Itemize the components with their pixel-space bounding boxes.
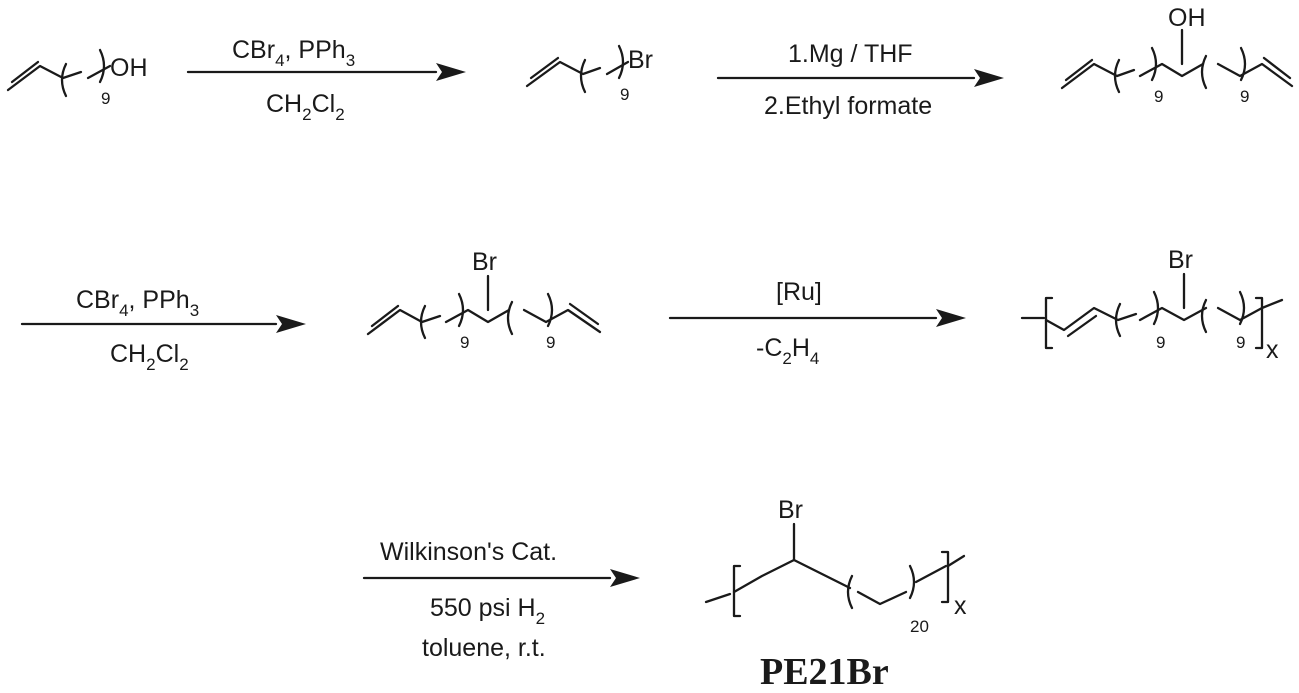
arrow-2-head bbox=[974, 69, 1004, 87]
arrow-5-reagent-line-1: Wilkinson's Cat. bbox=[380, 538, 557, 566]
arrow-4-reagent-line-2: -C2H4 bbox=[756, 334, 819, 368]
undecenol-double-bond bbox=[10, 60, 40, 84]
diene-bromide-left-arm bbox=[366, 308, 442, 336]
arrow-5-head bbox=[610, 569, 640, 587]
bromide-skeleton bbox=[525, 60, 602, 88]
diene-bromide-right-arm bbox=[522, 308, 602, 334]
pe21br-backbone bbox=[732, 558, 852, 594]
diene-alcohol-hydroxyl-label: OH bbox=[1168, 4, 1206, 32]
arrow-2-reagent-line-1: 1.Mg / THF bbox=[788, 40, 913, 68]
undecenyl-bromide-structure: 9 Br bbox=[525, 44, 653, 104]
arrow-1-reagent-line-2: CH2Cl2 bbox=[266, 90, 345, 124]
polymer-left-repeat-count: 9 bbox=[1156, 333, 1165, 352]
arrow-1-reagent-line-1: CBr4, PPh3 bbox=[232, 36, 355, 70]
polymer-left-parenthesis bbox=[1114, 290, 1160, 338]
diene-alcohol-right-parenthesis bbox=[1200, 46, 1247, 90]
arrow-2-reagent-line-2: 2.Ethyl formate bbox=[764, 92, 932, 120]
diene-alcohol-left-double-bond bbox=[1064, 58, 1094, 82]
bromide-chain-end bbox=[605, 60, 630, 76]
polymer-right-parenthesis bbox=[1200, 290, 1246, 334]
arrow-4-reagent-line-1: [Ru] bbox=[776, 278, 822, 306]
pe21br-right-end-bond bbox=[946, 554, 966, 568]
polymer-halide-label: Br bbox=[1168, 246, 1193, 274]
undecenol-repeat-count: 9 bbox=[101, 89, 110, 108]
arrow-1-head bbox=[436, 63, 466, 81]
polymer-right-repeat-count: 9 bbox=[1236, 333, 1245, 352]
polymer-core bbox=[1138, 306, 1208, 322]
polymer-left-bracket bbox=[1044, 296, 1054, 350]
diene-alcohol-left-repeat-count: 9 bbox=[1154, 87, 1163, 106]
diene-alcohol-right-double-bond bbox=[1262, 56, 1292, 80]
unsaturated-polymer-structure: 9 Br 9 x bbox=[1020, 246, 1284, 364]
bromide-halide-label: Br bbox=[628, 46, 653, 74]
diene-bromide-right-parenthesis bbox=[506, 292, 554, 336]
diene-bromide-left-parenthesis bbox=[419, 292, 465, 340]
undecenol-hydroxyl-label: OH bbox=[110, 54, 148, 82]
diene-alcohol-structure: OH 9 9 bbox=[1060, 4, 1294, 106]
undecenol-skeleton bbox=[6, 64, 83, 92]
diene-alcohol-left-arm bbox=[1060, 62, 1136, 90]
pe21br-right-bracket bbox=[940, 550, 950, 604]
polymer-double-bond bbox=[1066, 314, 1098, 338]
reaction-arrow-3: CBr4, PPh3 CH2Cl2 bbox=[20, 286, 306, 374]
undecenol-chain-end bbox=[86, 64, 112, 80]
diene-alcohol-left-parenthesis bbox=[1113, 46, 1158, 94]
pe21br-repeat-count: 20 bbox=[910, 617, 929, 636]
bromide-repeat-parenthesis bbox=[579, 44, 625, 94]
pe21br-chain-segment bbox=[856, 590, 908, 606]
arrow-3-reagent-line-2: CH2Cl2 bbox=[110, 340, 189, 374]
arrow-4-head bbox=[936, 309, 966, 327]
diene-alcohol-core bbox=[1138, 62, 1205, 78]
arrow-3-reagent-line-1: CBr4, PPh3 bbox=[76, 286, 199, 320]
diene-alcohol-right-repeat-count: 9 bbox=[1240, 87, 1249, 106]
pe21br-repeat-index: x bbox=[954, 592, 967, 620]
polymer-right-end-bond bbox=[1260, 298, 1284, 310]
arrow-3-head bbox=[276, 315, 306, 333]
diene-alcohol-right-arm bbox=[1216, 62, 1294, 88]
diene-bromide-core bbox=[444, 308, 511, 324]
polymer-backbone-right bbox=[1216, 306, 1264, 322]
polymer-backbone-left bbox=[1044, 306, 1138, 332]
diene-bromide-halide-label: Br bbox=[472, 248, 497, 276]
pe21br-parenthesis bbox=[846, 564, 916, 610]
reaction-arrow-4: [Ru] -C2H4 bbox=[668, 278, 966, 368]
undecenol-repeat-parenthesis bbox=[60, 48, 106, 98]
reaction-arrow-1: CBr4, PPh3 CH2Cl2 bbox=[186, 36, 466, 124]
diene-bromide-right-double-bond bbox=[568, 302, 600, 326]
bromide-double-bond bbox=[529, 56, 560, 80]
pe21br-structure: Br 20 x PE21Br bbox=[704, 496, 967, 693]
diene-bromide-left-repeat-count: 9 bbox=[460, 333, 469, 352]
pe21br-chain-end bbox=[914, 564, 948, 584]
polymer-right-bracket bbox=[1254, 296, 1264, 350]
undecenol-structure: 9 OH bbox=[6, 48, 148, 108]
arrow-5-reagent-line-2: 550 psi H2 bbox=[430, 594, 545, 628]
pe21br-product-name: PE21Br bbox=[760, 651, 889, 693]
reaction-arrow-2: 1.Mg / THF 2.Ethyl formate bbox=[716, 40, 1004, 120]
diene-bromide-right-repeat-count: 9 bbox=[546, 333, 555, 352]
diene-bromide-structure: Br 9 9 bbox=[366, 248, 602, 352]
arrow-5-reagent-line-3: toluene, r.t. bbox=[422, 634, 546, 662]
polymer-repeat-index: x bbox=[1266, 336, 1279, 364]
pe21br-halide-label: Br bbox=[778, 496, 803, 524]
pe21br-left-end-bond bbox=[704, 592, 732, 604]
reaction-arrow-5: Wilkinson's Cat. 550 psi H2 toluene, r.t… bbox=[362, 538, 640, 662]
bromide-repeat-count: 9 bbox=[620, 85, 629, 104]
diene-bromide-left-double-bond bbox=[370, 304, 400, 328]
